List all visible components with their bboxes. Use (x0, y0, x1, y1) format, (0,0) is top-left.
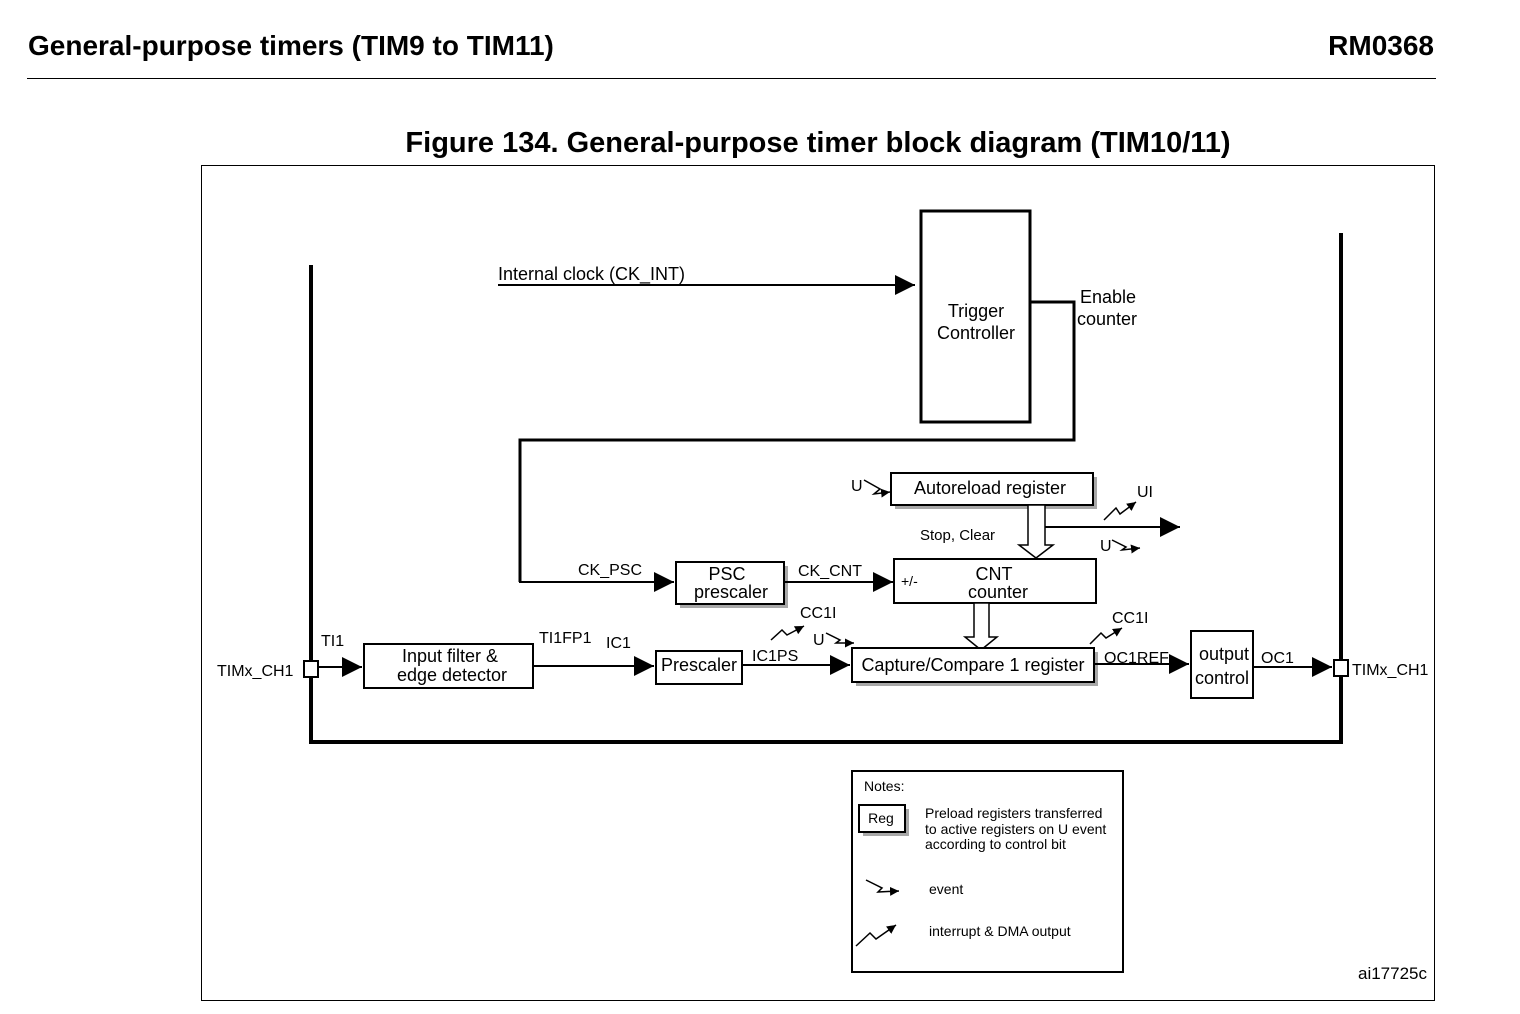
output-control-label-1: output (1199, 644, 1249, 664)
notes-event-label: event (929, 881, 963, 897)
trigger-controller-block (919, 209, 1032, 424)
figure-title: Figure 134. General-purpose timer block … (405, 127, 1231, 159)
notes-title: Notes: (864, 778, 904, 794)
notes-interrupt-icon (855, 924, 897, 947)
update-event-icon (1111, 539, 1141, 554)
ui-interrupt-icon (1103, 501, 1137, 521)
document-id: RM0368 (1328, 30, 1434, 61)
input-filter-label-2: edge detector (397, 665, 507, 685)
cnt-label-1: CNT (976, 564, 1013, 584)
notes-event-icon (865, 879, 900, 896)
ic1-label: IC1 (606, 635, 631, 652)
autoreload-update-event-icon (863, 479, 891, 498)
cc1i-input-label: CC1I (800, 605, 836, 622)
enable-counter-label-1: Enable (1080, 287, 1136, 307)
ck-cnt-label: CK_CNT (798, 563, 862, 580)
enable-counter-path (518, 300, 1076, 582)
oc1ref-label: OC1REF (1104, 650, 1169, 667)
notes-reg-label: Reg (868, 810, 894, 826)
notes-box (851, 770, 1124, 973)
counter-to-capture-arrow (962, 602, 1000, 651)
autoreload-register-label: Autoreload register (914, 478, 1066, 498)
figure-ref-code: ai17725c (1358, 964, 1428, 983)
input-pin (303, 660, 319, 678)
cnt-counter-block (893, 558, 1097, 604)
input-filter-label-1: Input filter & (402, 646, 498, 666)
cc1i-input-interrupt-icon (770, 625, 805, 641)
autoreload-to-counter-arrow (1016, 504, 1056, 559)
input-filter-block (363, 643, 534, 689)
trigger-controller-label-1: Trigger (948, 301, 1004, 321)
cnt-label-2: counter (968, 582, 1028, 602)
psc-label-1: PSC (708, 564, 745, 584)
trigger-controller-label-2: Controller (937, 323, 1015, 343)
notes-reg-desc-3: according to control bit (925, 836, 1066, 852)
ti1-label: TI1 (321, 633, 344, 650)
stop-clear-label: Stop, Clear (920, 527, 995, 544)
output-pin-label: TIMx_CH1 (1352, 662, 1429, 679)
output-control-label-2: control (1195, 668, 1249, 688)
notes-interrupt-label: interrupt & DMA output (929, 923, 1071, 939)
capture-compare-label: Capture/Compare 1 register (861, 655, 1084, 675)
prescaler-block (655, 650, 743, 685)
notes-reg-example (858, 804, 906, 833)
ic1ps-label: IC1PS (752, 648, 798, 665)
figure-frame (201, 165, 1435, 1001)
output-pin (1333, 659, 1349, 677)
notes-reg-desc-1: Preload registers transferred (925, 805, 1102, 821)
header-rule (27, 78, 1436, 79)
autoreload-register-block (890, 472, 1094, 506)
output-control-block (1190, 630, 1254, 699)
psc-prescaler-block (675, 561, 785, 605)
autoreload-u-label: U (851, 478, 863, 495)
section-title: General-purpose timers (TIM9 to TIM11) (28, 30, 554, 61)
input-pin-label: TIMx_CH1 (217, 663, 294, 680)
capture-u-label: U (813, 632, 825, 649)
cc1i-output-interrupt-icon (1089, 627, 1123, 645)
internal-clock-label: Internal clock (CK_INT) (498, 264, 685, 285)
cnt-sign-label: +/- (901, 573, 918, 589)
enable-counter-label-2: counter (1077, 309, 1137, 329)
psc-label-2: prescaler (694, 582, 768, 602)
prescaler-label: Prescaler (661, 655, 737, 675)
notes-reg-desc-2: to active registers on U event (925, 821, 1106, 837)
ui-label: UI (1137, 484, 1153, 501)
cc1i-output-label: CC1I (1112, 610, 1148, 627)
capture-update-event-icon (825, 632, 854, 648)
oc1-label: OC1 (1261, 650, 1294, 667)
update-u-label: U (1100, 538, 1112, 555)
ck-psc-label: CK_PSC (578, 562, 642, 579)
ti1fp1-label: TI1FP1 (539, 630, 592, 647)
